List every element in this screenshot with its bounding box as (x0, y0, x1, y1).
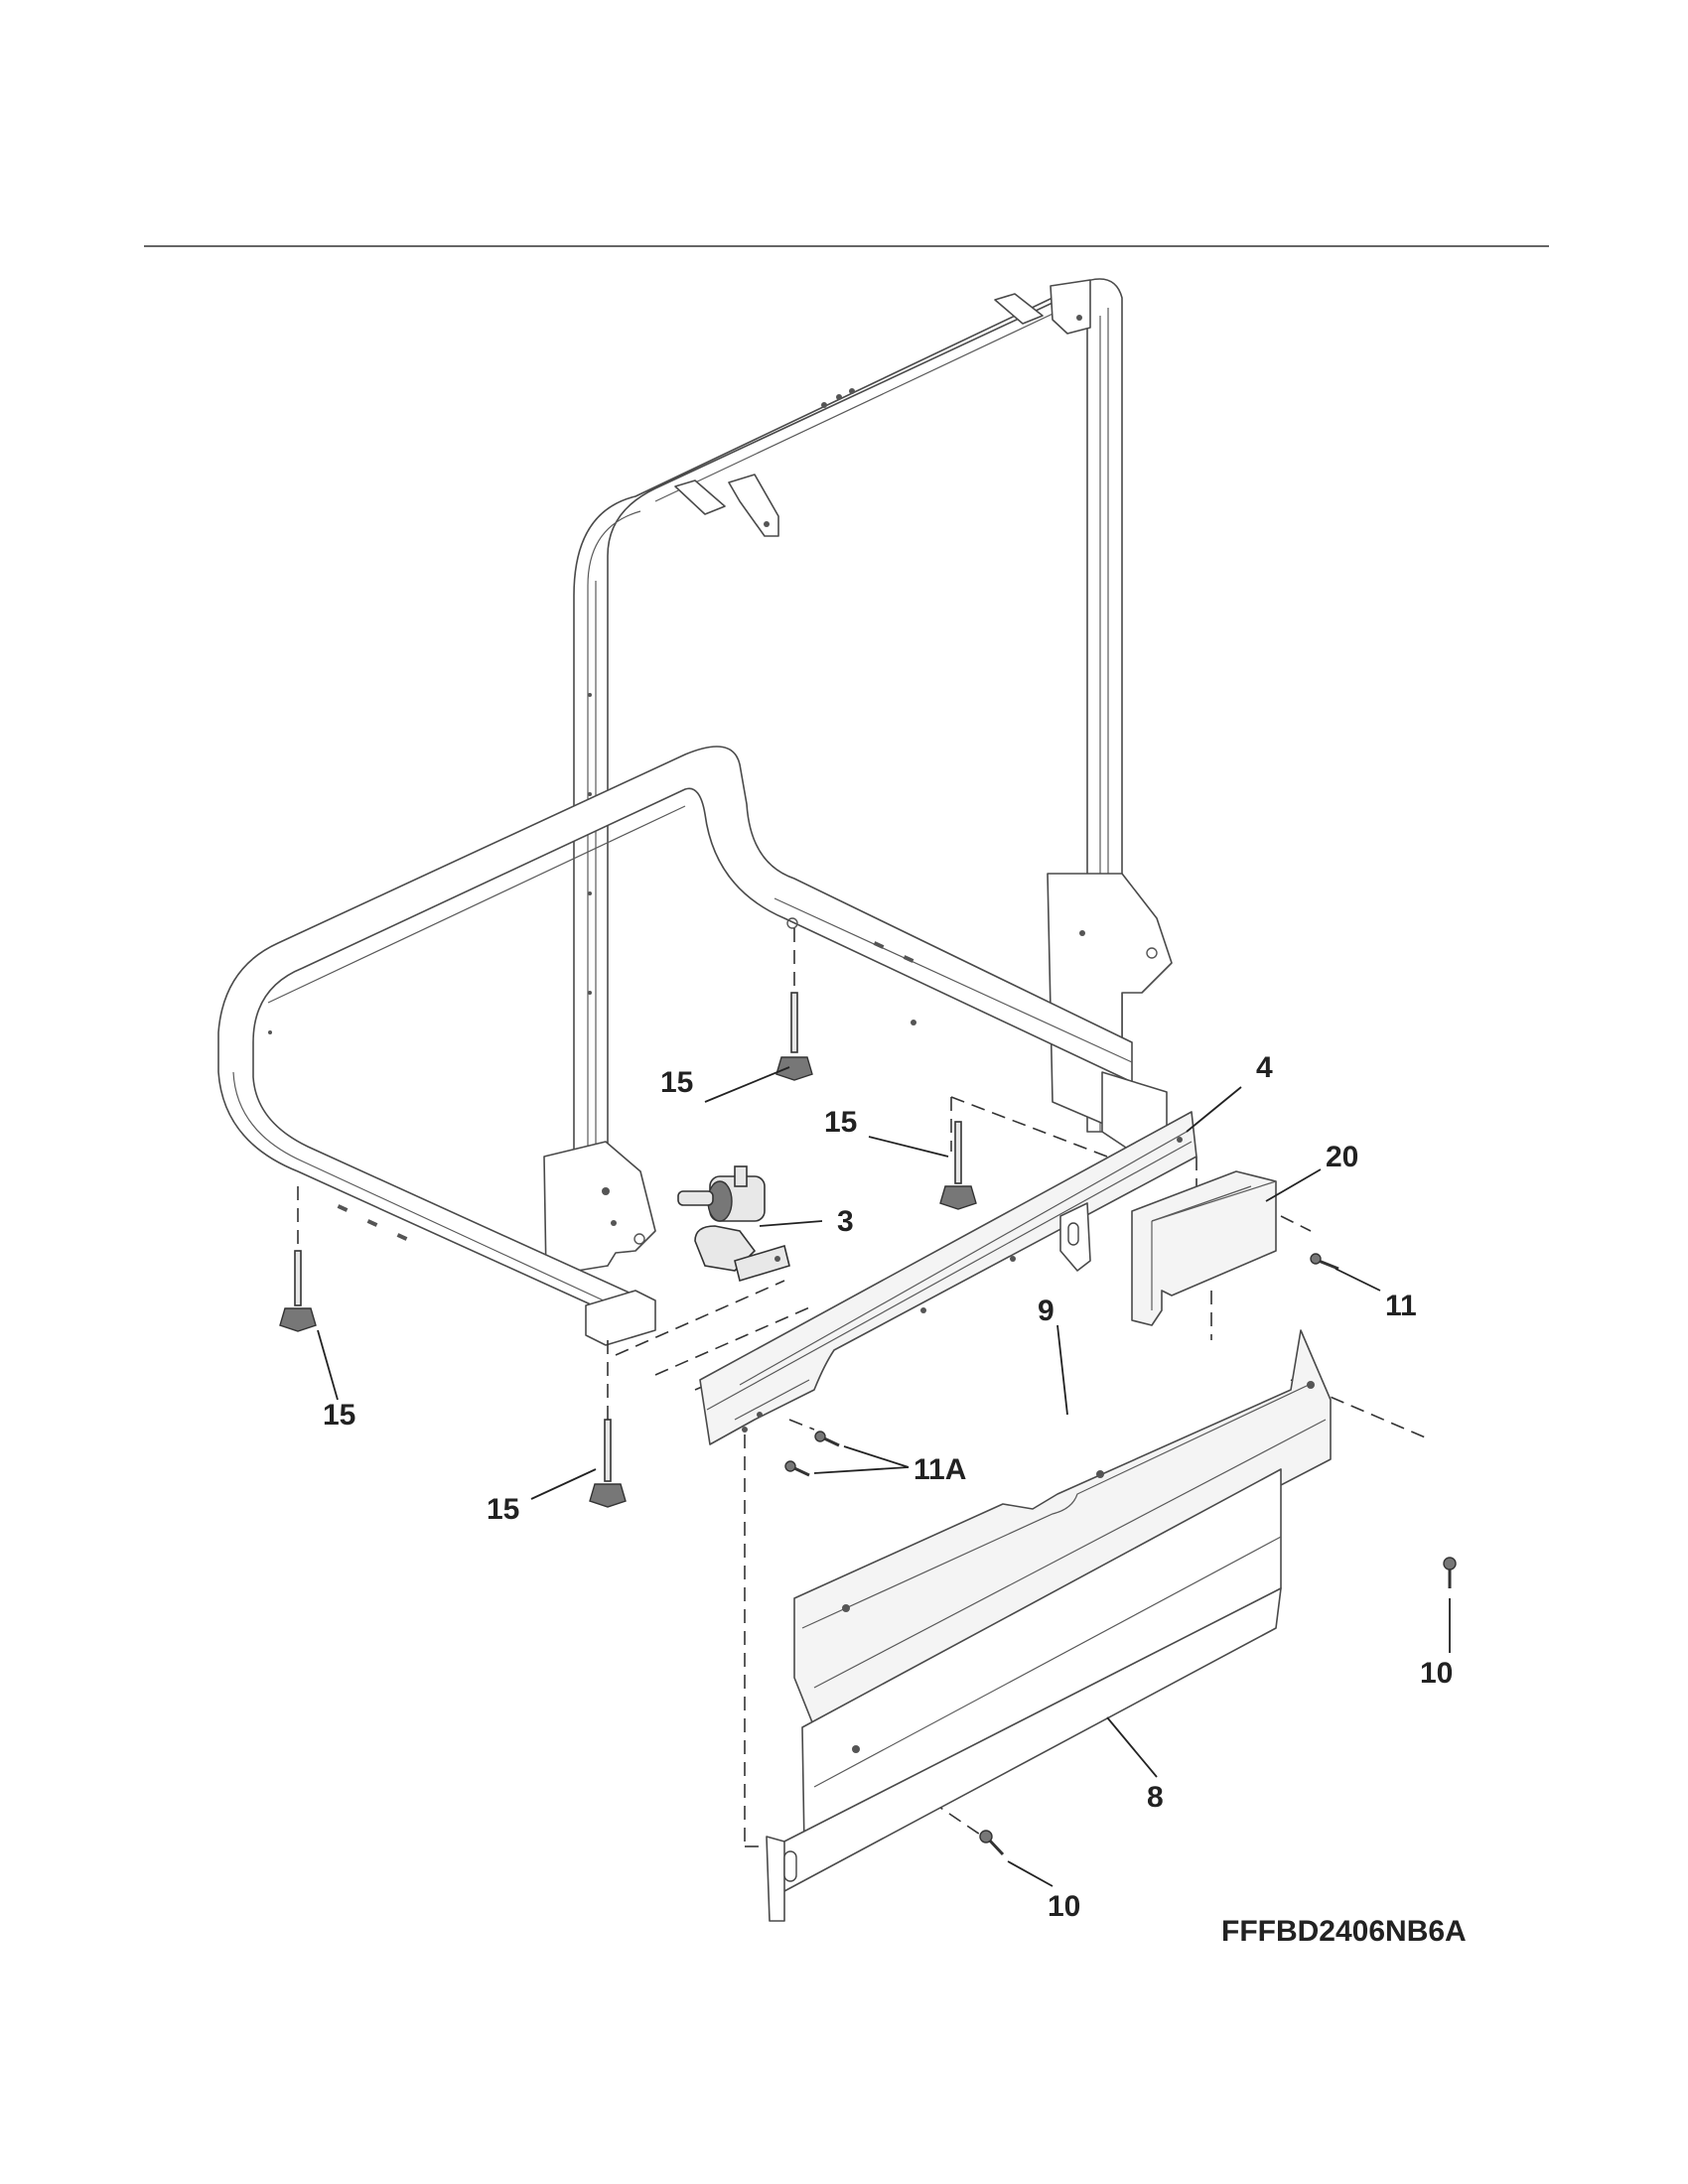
leveling-leg-3 (279, 1250, 317, 1332)
callout-11a: 11A (914, 1453, 966, 1486)
door-frame (543, 278, 1173, 1277)
callout-15-c: 15 (323, 1399, 355, 1432)
callout-11: 11 (1385, 1290, 1417, 1322)
screw-11a-1 (814, 1431, 840, 1447)
callout-9: 9 (1038, 1295, 1055, 1327)
callout-4: 4 (1256, 1051, 1273, 1084)
callout-8: 8 (1147, 1781, 1164, 1814)
part-8-kickplate (766, 1468, 1282, 1922)
callout-10-b: 10 (1048, 1890, 1080, 1923)
callout-10-a: 10 (1420, 1657, 1453, 1690)
screw-11 (1310, 1253, 1339, 1271)
screw-10-right (1443, 1557, 1457, 1588)
callout-labels: 15 15 15 15 4 3 20 11 9 11A 10 8 10 (323, 1051, 1453, 1923)
callout-15-b: 15 (824, 1106, 857, 1139)
leveling-leg-1 (775, 992, 813, 1081)
part-3-valve (677, 1165, 790, 1283)
screw-10-bottom (979, 1830, 1005, 1856)
leveling-leg-4 (589, 1419, 627, 1508)
callout-3: 3 (837, 1205, 854, 1238)
screw-11a-2 (784, 1460, 810, 1477)
callout-20: 20 (1326, 1141, 1358, 1173)
model-code: FFFBD2406NB6A (1221, 1915, 1467, 1948)
callout-15-d: 15 (487, 1493, 519, 1526)
part-20-cover (1131, 1170, 1277, 1326)
callout-15-a: 15 (660, 1066, 693, 1099)
leader-lines (317, 1066, 1451, 1887)
leveling-leg-2 (939, 1121, 977, 1210)
part-4-rail (699, 1111, 1197, 1445)
base-frame (217, 746, 1168, 1346)
